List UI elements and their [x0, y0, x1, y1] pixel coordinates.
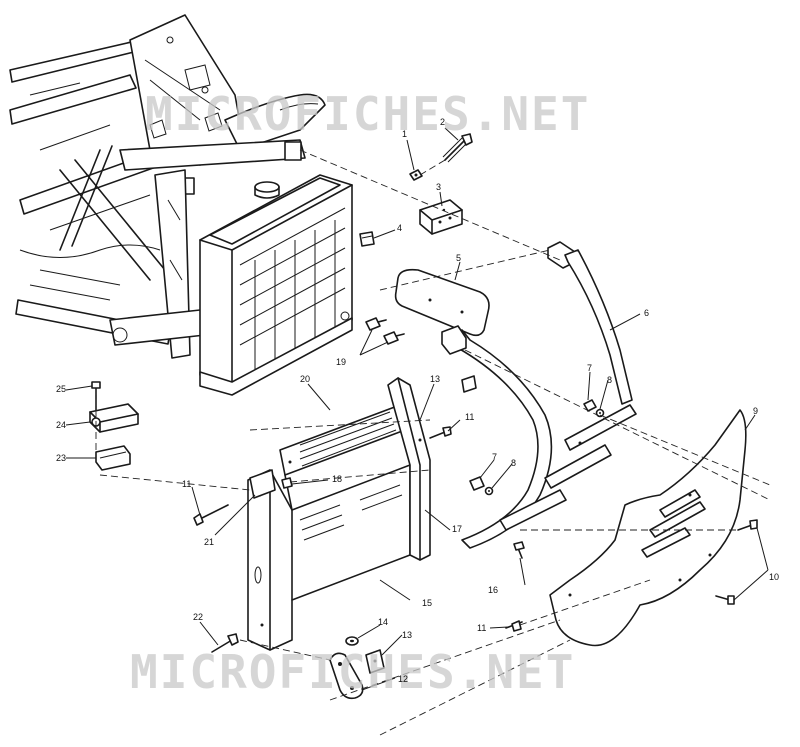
callout-14: 14 — [378, 617, 388, 627]
callout-11-middle: 11 — [465, 412, 474, 422]
callout-10: 10 — [769, 572, 779, 582]
part-24-block — [89, 403, 139, 433]
part-1-nut — [409, 169, 423, 181]
part-20-grille — [279, 404, 406, 476]
part-23-bracket — [95, 445, 131, 471]
callout-25: 25 — [56, 384, 66, 394]
callout-23: 23 — [56, 453, 66, 463]
callout-13-lower: 13 — [402, 630, 412, 640]
part-19-pins — [365, 317, 405, 345]
callout-5: 5 — [456, 253, 461, 263]
callout-20: 20 — [300, 374, 310, 384]
part-21-bracket — [249, 469, 276, 499]
callout-7-upper: 7 — [587, 363, 592, 373]
callout-19: 19 — [336, 357, 346, 367]
part-11-screws — [193, 426, 523, 632]
callout-22: 22 — [193, 612, 203, 622]
callout-6: 6 — [644, 308, 649, 318]
callout-4: 4 — [397, 223, 402, 233]
part-18-screw — [281, 477, 293, 489]
part-8-washer-upper — [595, 408, 605, 418]
part-13-tab-lower — [365, 649, 385, 674]
part-5-plate — [394, 268, 490, 337]
part-7-nut-upper — [583, 399, 597, 412]
callout-21: 21 — [204, 537, 214, 547]
part-9-skid-plate — [549, 409, 747, 647]
callout-labels: 1 2 3 4 5 6 7 8 7 8 9 10 11 11 11 12 13 … — [56, 117, 779, 684]
part-6-bumper — [441, 241, 637, 549]
callout-15: 15 — [422, 598, 432, 608]
watermark-top: MICROFICHES.NET — [145, 87, 590, 141]
part-3-mount-block — [419, 199, 463, 235]
part-2-bolt — [442, 133, 473, 163]
callout-9: 9 — [753, 406, 758, 416]
part-15-housing — [247, 464, 411, 651]
callout-3: 3 — [436, 182, 441, 192]
callout-17: 17 — [452, 524, 462, 534]
callout-16: 16 — [488, 585, 498, 595]
callout-leaders — [65, 127, 769, 691]
callout-11-left: 11 — [182, 479, 191, 489]
part-14-washer — [345, 636, 359, 646]
callout-18: 18 — [332, 474, 342, 484]
callout-7-lower: 7 — [492, 452, 497, 462]
callout-8-lower: 8 — [511, 458, 516, 468]
part-12-clip — [329, 652, 364, 700]
vehicle-frame — [9, 14, 326, 359]
part-22-bolt — [211, 633, 239, 653]
watermark-bottom: MICROFICHES.NET — [130, 645, 575, 699]
part-13-tab-upper — [461, 375, 477, 393]
callout-24: 24 — [56, 420, 66, 430]
part-4-clip — [359, 231, 375, 247]
callout-8-upper: 8 — [607, 375, 612, 385]
radiator — [199, 174, 353, 396]
callout-1: 1 — [402, 129, 407, 139]
callout-13-upper: 13 — [430, 374, 440, 384]
callout-11-bottom: 11 — [477, 623, 486, 633]
callout-12: 12 — [398, 674, 408, 684]
part-16-screw — [513, 541, 525, 559]
part-8-washer-lower — [484, 486, 494, 496]
part-17-side-panel — [387, 377, 431, 561]
part-7-nut-lower — [469, 476, 485, 491]
callout-2: 2 — [440, 117, 445, 127]
assembly-lines — [95, 149, 771, 736]
